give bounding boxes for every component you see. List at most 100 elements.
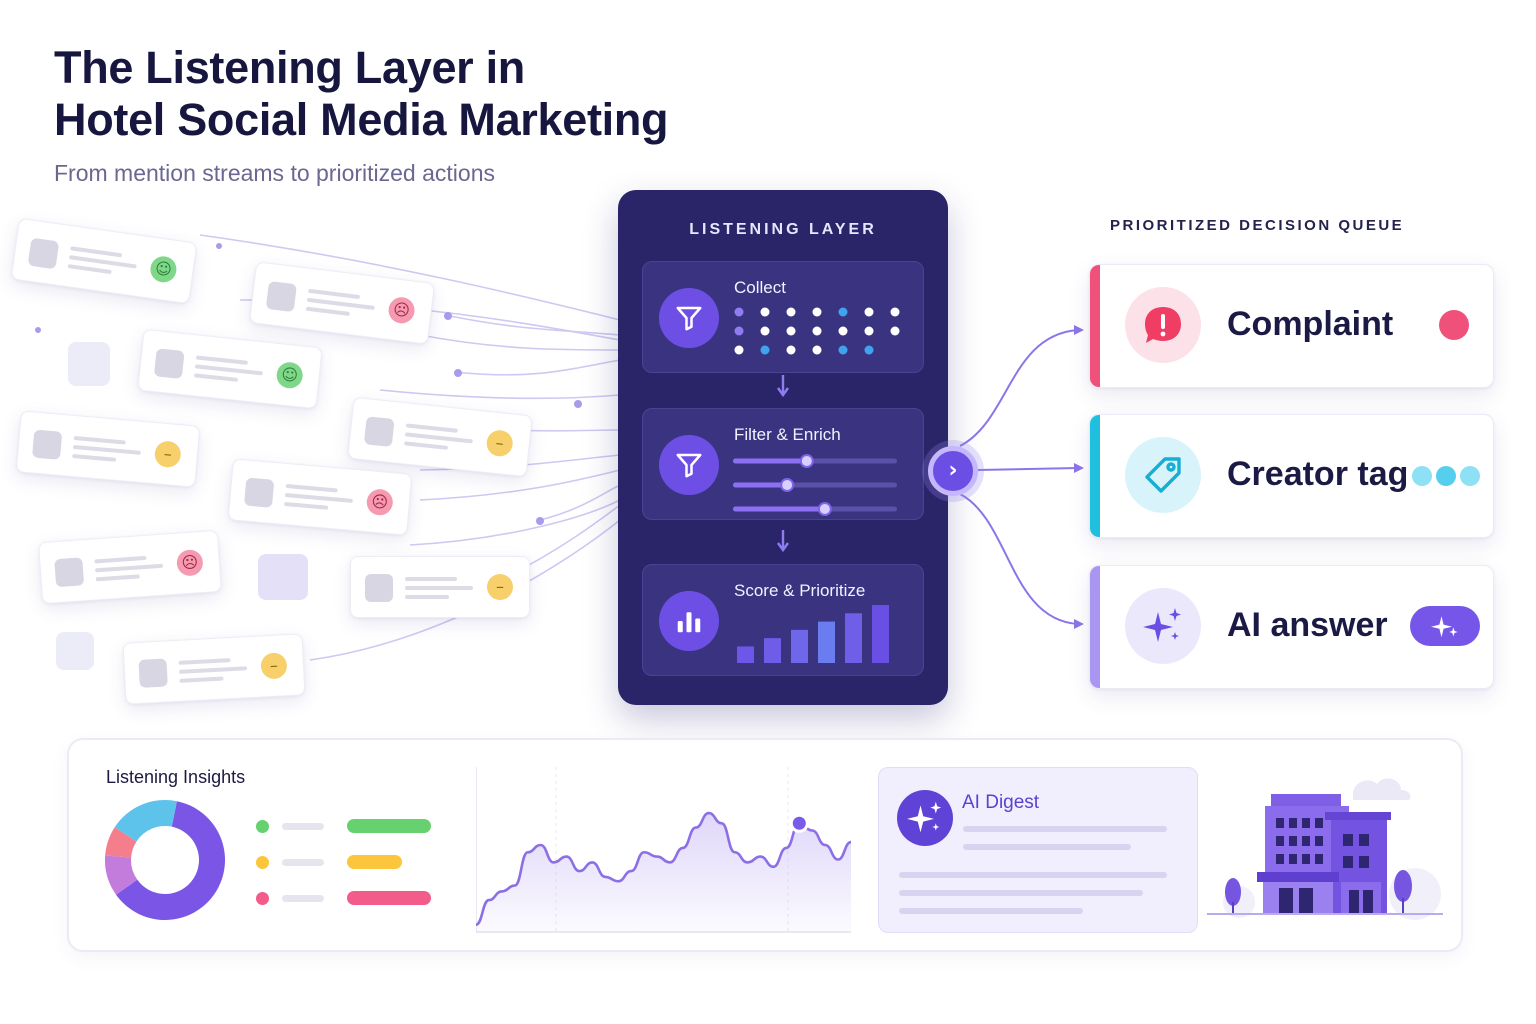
next-chevron-icon[interactable]: › — [928, 446, 978, 496]
mention-card[interactable]: – — [122, 633, 306, 705]
mention-dot — [812, 326, 822, 336]
frown-face-icon: ☹ — [175, 548, 204, 577]
legend-bar — [347, 855, 403, 869]
enrich-sliders — [733, 454, 897, 516]
queue-item-complaint[interactable]: Complaint — [1089, 264, 1494, 388]
text-line — [193, 373, 239, 382]
text-line — [305, 306, 350, 317]
text-line — [284, 492, 353, 503]
queue-title: PRIORITIZED DECISION QUEUE — [1110, 217, 1405, 234]
legend-line — [282, 823, 324, 830]
text-line — [179, 676, 224, 683]
text-line — [95, 574, 140, 582]
ai-action-button[interactable] — [1410, 606, 1480, 646]
mention-card[interactable]: – — [347, 396, 533, 478]
page-title: The Listening Layer in Hotel Social Medi… — [54, 42, 694, 146]
mention-card[interactable]: ☹ — [248, 261, 436, 345]
donut-slice[interactable] — [105, 855, 138, 895]
donut-slice[interactable] — [114, 800, 177, 842]
priority-bar — [872, 605, 889, 663]
trend-peak-marker[interactable] — [789, 813, 809, 833]
hotel-building-illustration — [1207, 778, 1443, 920]
sentiment-donut — [105, 800, 225, 920]
mention-dot — [864, 307, 874, 317]
priority-bars — [737, 605, 889, 663]
legend-dot — [256, 892, 269, 905]
mention-card[interactable]: – — [350, 556, 530, 618]
neutral-face-icon: – — [487, 574, 513, 600]
mention-dot — [890, 326, 900, 336]
mention-dot — [734, 345, 744, 355]
text-line — [95, 563, 164, 573]
page-subtitle: From mention streams to prioritized acti… — [54, 160, 495, 186]
slider-fill — [733, 506, 825, 512]
text-line — [178, 666, 248, 674]
avatar — [365, 574, 393, 602]
text-line — [405, 595, 449, 599]
queue-item-ai-answer[interactable]: AI answer — [1089, 565, 1494, 689]
stage-label: Score & Prioritize — [734, 581, 866, 600]
legend-dot — [256, 856, 269, 869]
mention-card[interactable]: – — [15, 410, 201, 488]
mention-dot — [734, 307, 744, 317]
ghost-card — [68, 342, 110, 386]
mention-card[interactable]: ☹ — [227, 458, 413, 536]
title-line-1: The Listening Layer in — [54, 42, 525, 93]
text-line — [899, 872, 1167, 878]
stage-collect: Collect — [642, 261, 924, 373]
text-line — [307, 288, 361, 300]
text-line — [94, 555, 147, 564]
avatar — [265, 280, 297, 313]
arrow-down-icon — [777, 375, 789, 398]
stage-label: Filter & Enrich — [734, 425, 841, 444]
legend-bar — [347, 891, 431, 905]
insights-panel: Listening Insights AI Digest — [67, 738, 1463, 952]
slider-handle[interactable] — [817, 502, 832, 516]
avatar — [138, 658, 168, 688]
legend-bar — [347, 819, 431, 833]
sparkle-icon — [1125, 588, 1201, 664]
priority-stripe — [1090, 415, 1100, 537]
text-line — [963, 844, 1131, 850]
mention-dot — [812, 307, 822, 317]
mention-card[interactable]: ☹ — [38, 529, 222, 605]
frown-face-icon: ☹ — [387, 295, 417, 325]
slider-handle[interactable] — [799, 454, 814, 468]
typing-dots — [1412, 466, 1482, 486]
queue-item-creator-tag[interactable]: Creator tag — [1089, 414, 1494, 538]
trend-area — [476, 813, 851, 932]
mention-dot — [838, 345, 848, 355]
mention-card[interactable]: ☺ — [10, 217, 198, 305]
insights-title: Listening Insights — [106, 767, 246, 787]
mention-card[interactable]: ☺ — [137, 328, 323, 410]
listening-layer-panel: LISTENING LAYER Collect Filter & Enrich … — [618, 190, 948, 705]
neutral-face-icon: – — [260, 652, 288, 680]
avatar — [153, 348, 185, 380]
text-line — [899, 890, 1143, 896]
ghost-card — [56, 632, 94, 670]
text-line — [73, 435, 126, 445]
alert-bubble-icon — [1125, 287, 1201, 363]
mention-dot — [864, 345, 874, 355]
funnel-icon — [659, 288, 719, 348]
stage-label: Collect — [734, 278, 786, 297]
text-line — [405, 586, 473, 590]
smile-face-icon: ☺ — [148, 254, 179, 285]
priority-bar — [764, 638, 781, 663]
mention-dot — [890, 307, 900, 317]
text-line — [284, 501, 329, 510]
donut-slice[interactable] — [116, 801, 225, 920]
ai-digest-card[interactable]: AI Digest — [878, 767, 1198, 933]
donut-slice[interactable] — [105, 827, 137, 858]
mention-dot — [786, 345, 796, 355]
slider-handle[interactable] — [780, 478, 795, 492]
legend-line — [282, 895, 324, 902]
legend-dot — [256, 820, 269, 833]
text-line — [899, 908, 1083, 914]
mention-dot — [760, 307, 770, 317]
mention-dot — [786, 326, 796, 336]
arrow-down-icon — [777, 530, 789, 553]
avatar — [363, 416, 395, 448]
text-line — [403, 441, 449, 450]
stage-filter-enrich: Filter & Enrich — [642, 408, 924, 520]
